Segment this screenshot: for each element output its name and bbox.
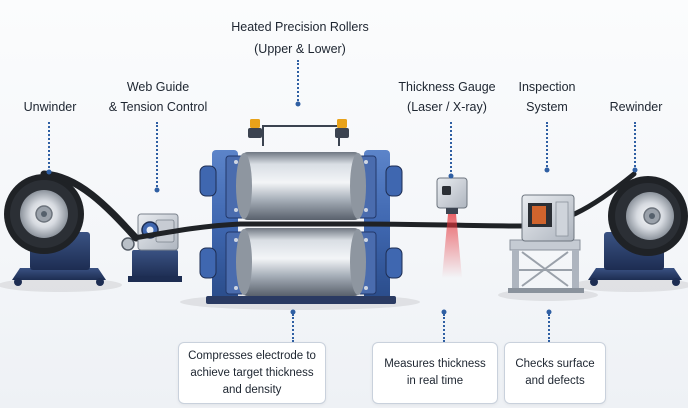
callout-inspection: Checks surface and defects — [504, 342, 606, 404]
electrode-web — [40, 170, 140, 242]
callout-inspection-text: Checks surface and defects — [515, 358, 595, 387]
thickness-gauge — [436, 177, 468, 278]
leader-dot — [546, 309, 552, 315]
floor-shadow — [0, 278, 122, 292]
leader-heated-rollers — [297, 60, 299, 104]
label-thickness-gauge-line1: Thickness Gauge — [398, 80, 496, 94]
label-heated-rollers-line2: (Upper & Lower) — [254, 42, 346, 56]
inspection-system — [508, 194, 584, 293]
label-inspection-line1: Inspection — [518, 80, 576, 94]
label-thickness-gauge: Thickness Gauge (Laser / X-ray) — [398, 78, 495, 116]
leader-dot — [544, 167, 550, 173]
label-web-guide-line1: Web Guide — [126, 80, 190, 94]
label-inspection-line2: System — [526, 100, 568, 114]
floor-shadow — [572, 278, 688, 292]
leader-web-guide — [156, 122, 158, 190]
callout-gauge-text: Measures thickness in real time — [384, 358, 486, 387]
web-guide-unit — [121, 213, 182, 282]
leader-gauge-callout — [443, 314, 445, 342]
label-web-guide-line2: & Tension Control — [108, 100, 208, 114]
callout-gauge: Measures thickness in real time — [372, 342, 498, 404]
leader-unwinder — [48, 122, 50, 172]
leader-rewinder — [634, 122, 636, 170]
label-rewinder: Rewinder — [610, 98, 663, 116]
label-inspection-system: Inspection System — [519, 78, 576, 116]
rewinder-machine — [588, 176, 688, 286]
leader-dot — [295, 101, 301, 107]
leader-dot — [441, 309, 447, 315]
leader-inspection-callout — [548, 314, 550, 342]
callout-rollers: Compresses electrode to achieve target t… — [178, 342, 326, 404]
label-rewinder-text: Rewinder — [609, 100, 663, 114]
callout-rollers-text: Compresses electrode to achieve target t… — [188, 349, 316, 396]
label-web-guide: Web Guide & Tension Control — [109, 78, 207, 116]
leader-rollers-callout — [292, 314, 294, 342]
leader-dot — [632, 167, 638, 173]
label-heated-rollers-line1: Heated Precision Rollers — [231, 20, 369, 34]
leader-dot — [290, 309, 296, 315]
leader-dot — [46, 169, 52, 175]
label-thickness-gauge-line2: (Laser / X-ray) — [407, 100, 487, 114]
label-unwinder: Unwinder — [24, 98, 77, 116]
unwinder-machine — [4, 174, 106, 286]
label-heated-rollers: Heated Precision Rollers (Upper & Lower) — [231, 18, 369, 58]
leader-thickness-gauge — [450, 122, 452, 176]
label-unwinder-text: Unwinder — [23, 100, 77, 114]
leader-inspection — [546, 122, 548, 170]
heated-roller-stand — [199, 119, 403, 304]
leader-dot — [154, 187, 160, 193]
leader-dot — [448, 173, 454, 179]
